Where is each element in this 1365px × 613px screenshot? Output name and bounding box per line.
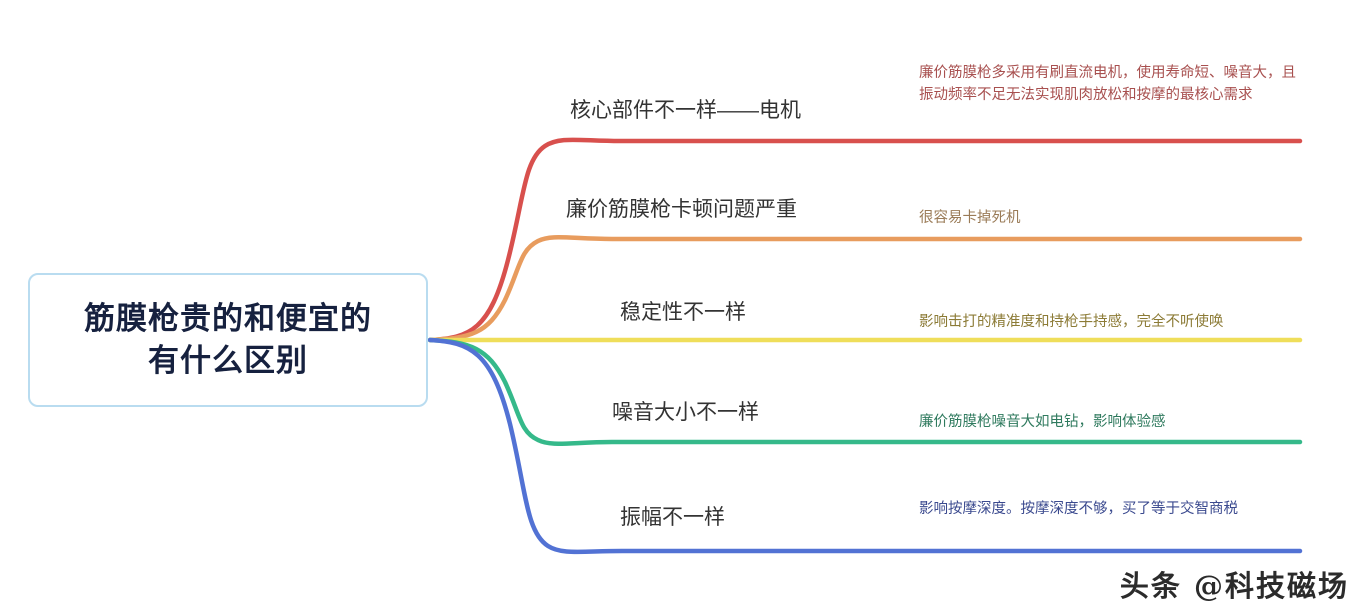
branch-topic-1[interactable]: 核心部件不一样——电机 [570,99,801,122]
branch-topic-4[interactable]: 噪音大小不一样 [612,401,759,424]
branch-line-1 [427,137,1303,343]
branch-detail-5[interactable]: 影响按摩深度。按摩深度不够，买了等于交智商税 [919,501,1238,517]
branch-topic-5[interactable]: 振幅不一样 [620,506,725,529]
watermark: 头条 @科技磁场 [1119,569,1349,603]
root-node[interactable]: 筋膜枪贵的和便宜的 有什么区别 [28,273,428,407]
branch-detail-4[interactable]: 廉价筋膜枪噪音大如电钻，影响体验感 [919,414,1166,430]
branch-detail-3[interactable]: 影响击打的精准度和持枪手持感，完全不听使唤 [919,314,1224,330]
branch-detail-1[interactable]: 廉价筋膜枪多采用有刷直流电机，使用寿命短、噪音大，且振动频率不足无法实现肌肉放松… [919,65,1296,104]
branch-topic-2[interactable]: 廉价筋膜枪卡顿问题严重 [566,198,797,221]
branch-detail-2[interactable]: 很容易卡掉死机 [919,210,1021,226]
root-node-label-line2: 有什么区别 [148,343,308,378]
root-node-label-line1: 筋膜枪贵的和便宜的 [84,301,372,337]
branch-topic-3[interactable]: 稳定性不一样 [620,301,746,324]
root-node-label: 筋膜枪贵的和便宜的 有什么区别 [74,298,382,382]
